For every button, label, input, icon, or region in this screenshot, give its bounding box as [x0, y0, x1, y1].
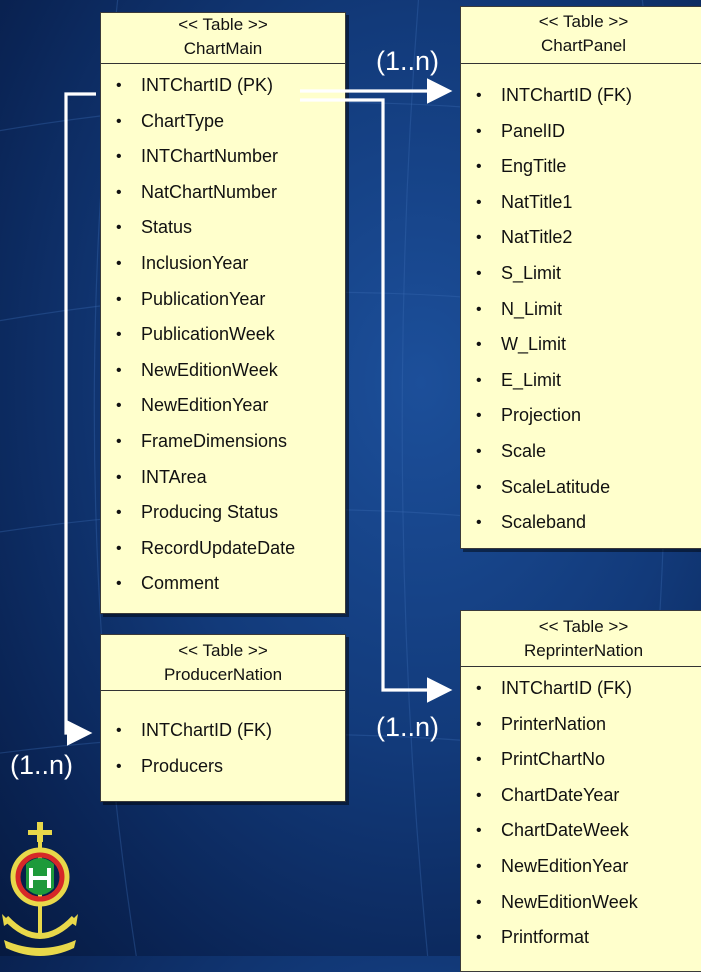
field-item: RecordUpdateDate: [101, 531, 345, 567]
field-item: NewEditionWeek: [101, 353, 345, 389]
field-item: INTChartNumber: [101, 139, 345, 175]
field-item: Projection: [461, 398, 701, 434]
table-stereotype: << Table >>: [538, 617, 629, 636]
field-item: EngTitle: [461, 149, 701, 185]
field-item: ChartDateYear: [461, 778, 701, 814]
field-item: InclusionYear: [101, 246, 345, 282]
table-chart-panel: << Table >> ChartPanel INTChartID (FK) P…: [460, 6, 701, 549]
table-header: << Table >> ChartMain: [101, 13, 345, 64]
table-stereotype: << Table >>: [178, 15, 268, 34]
field-item: W_Limit: [461, 327, 701, 363]
field-item: Producers: [101, 749, 345, 785]
field-item: INTChartID (FK): [461, 78, 701, 114]
table-header: << Table >> ProducerNation: [101, 635, 345, 691]
field-item: PrintChartNo: [461, 742, 701, 778]
field-item: Scaleband: [461, 505, 701, 541]
multiplicity-chart-panel: (1..n): [376, 46, 440, 76]
field-item: S_Limit: [461, 256, 701, 292]
field-item: ChartType: [101, 104, 345, 140]
field-list: INTChartID (PK) ChartType INTChartNumber…: [101, 64, 345, 602]
field-item: PanelID: [461, 114, 701, 150]
table-stereotype: << Table >>: [538, 12, 629, 31]
field-item: INTChartID (PK): [101, 68, 345, 104]
table-header: << Table >> ReprinterNation: [461, 611, 701, 667]
field-item: ChartDateWeek: [461, 813, 701, 849]
table-name: ChartPanel: [540, 36, 627, 55]
field-item: Status: [101, 210, 345, 246]
field-item: Comment: [101, 566, 345, 602]
field-item: E_Limit: [461, 363, 701, 399]
table-name: ReprinterNation: [523, 641, 644, 660]
field-item: INTChartID (FK): [101, 713, 345, 749]
table-chart-main: << Table >> ChartMain INTChartID (PK) Ch…: [100, 12, 346, 614]
field-item: NatTitle2: [461, 220, 701, 256]
field-item: Printformat: [461, 920, 701, 956]
field-item: PublicationWeek: [101, 317, 345, 353]
arrow-main-to-producer: [64, 92, 96, 746]
field-item: INTChartID (FK): [461, 671, 701, 707]
field-item: PublicationYear: [101, 282, 345, 318]
field-list: INTChartID (FK) PrinterNation PrintChart…: [461, 667, 701, 956]
field-item: Scale: [461, 434, 701, 470]
field-list: INTChartID (FK) Producers: [101, 691, 345, 784]
field-item: NatTitle1: [461, 185, 701, 221]
field-item: NewEditionWeek: [461, 885, 701, 921]
field-item: Producing Status: [101, 495, 345, 531]
table-name: ProducerNation: [163, 665, 283, 684]
field-item: NatChartNumber: [101, 175, 345, 211]
field-item: INTArea: [101, 460, 345, 496]
multiplicity-producer-nation: (1..n): [10, 750, 74, 780]
field-item: NewEditionYear: [101, 388, 345, 424]
ihb-anchor-logo-icon: [2, 822, 78, 956]
field-item: ScaleLatitude: [461, 470, 701, 506]
table-name: ChartMain: [183, 39, 263, 58]
field-item: NewEditionYear: [461, 849, 701, 885]
field-item: PrinterNation: [461, 707, 701, 743]
table-reprinter-nation: << Table >> ReprinterNation INTChartID (…: [460, 610, 701, 972]
table-header: << Table >> ChartPanel: [461, 7, 701, 64]
field-item: N_Limit: [461, 292, 701, 328]
multiplicity-reprinter-nation: (1..n): [376, 712, 440, 742]
field-list: INTChartID (FK) PanelID EngTitle NatTitl…: [461, 64, 701, 541]
table-stereotype: << Table >>: [178, 641, 268, 660]
arrow-main-to-reprinter: [300, 98, 453, 703]
table-producer-nation: << Table >> ProducerNation INTChartID (F…: [100, 634, 346, 802]
field-item: FrameDimensions: [101, 424, 345, 460]
